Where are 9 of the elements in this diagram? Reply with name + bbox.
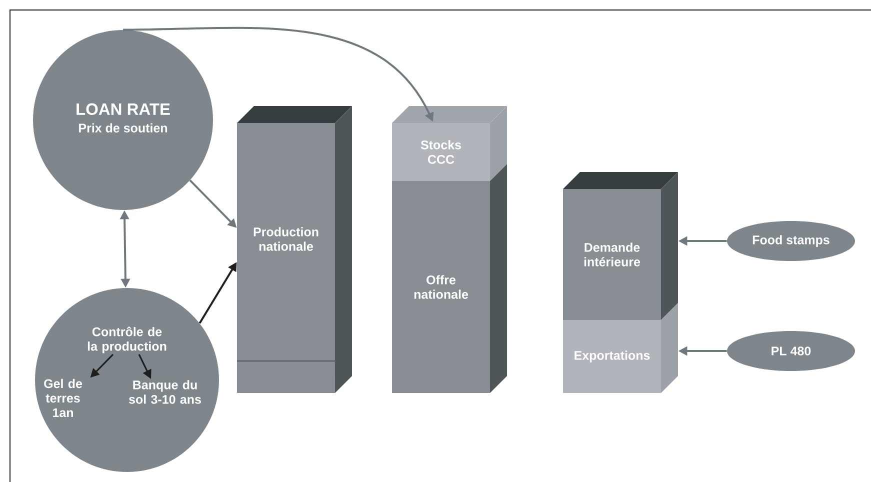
demand-segment: Demande intérieure <box>563 172 678 320</box>
supply-segment: Offre nationale <box>392 164 507 393</box>
circle-text: Banque du sol 3-10 ans <box>128 380 201 404</box>
circle-text: Gel de terres 1an <box>44 378 82 418</box>
exports-segment: Exportations <box>563 303 678 393</box>
circle-heading: Contrôle de la production <box>88 326 166 354</box>
control-circle <box>35 288 219 472</box>
production-bar: Production nationale <box>236 106 352 393</box>
stocks-segment: Stocks CCC <box>392 106 507 181</box>
